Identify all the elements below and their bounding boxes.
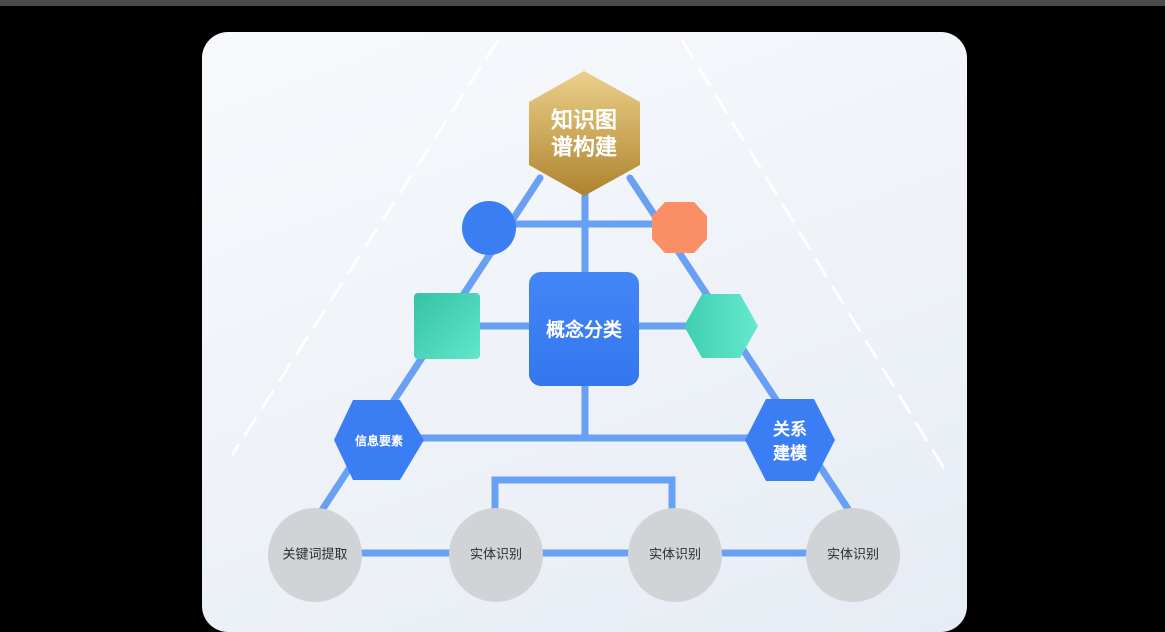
- top-node-label-line2: 谱构建: [551, 135, 617, 161]
- bottom-circle-4-label: 实体识别: [827, 548, 879, 563]
- center-node: 概念分类: [529, 272, 639, 386]
- bottom-circle-3-shape: [628, 508, 722, 602]
- bottom-circle-2-label: 实体识别: [470, 548, 522, 563]
- left-hex-node: 信息要素: [334, 400, 424, 480]
- window-top-bar: [0, 0, 1165, 6]
- bottom-circle-3: 实体识别: [628, 508, 722, 602]
- teal-square-node: [414, 293, 480, 359]
- dashed-guides: [230, 39, 950, 476]
- right-hex-shape: [745, 399, 835, 481]
- bottom-circle-1-shape: [268, 508, 362, 602]
- bottom-circle-4: 实体识别: [806, 508, 900, 602]
- left-hex-shape: [334, 400, 424, 480]
- top-node-label-line1: 知识图: [551, 108, 617, 134]
- bottom-circle-4-shape: [806, 508, 900, 602]
- orange-octagon-node: [652, 202, 707, 253]
- right-hex-node: 关系 建模: [745, 399, 835, 481]
- right-hex-label-line2: 建模: [773, 443, 808, 464]
- connector-bottom-bracket: [491, 476, 676, 516]
- bottom-circle-3-label: 实体识别: [649, 548, 701, 563]
- bottom-circle-2: 实体识别: [449, 508, 543, 602]
- dashed-guide-left: [230, 39, 500, 456]
- center-node-label: 概念分类: [546, 318, 622, 341]
- top-node: 知识图 谱构建: [529, 71, 640, 196]
- right-hex-label-line1: 关系: [773, 419, 807, 440]
- teal-hexagon-node: [684, 294, 758, 358]
- bottom-circle-1: 关键词提取: [268, 508, 362, 602]
- top-node-hexagon: [529, 71, 640, 196]
- bottom-circle-1-label: 关键词提取: [282, 547, 347, 563]
- bottom-circle-2-shape: [449, 508, 543, 602]
- center-node-box: [529, 272, 639, 386]
- blue-circle-node: [462, 201, 516, 255]
- left-hex-label: 信息要素: [355, 433, 403, 448]
- dashed-guide-right: [680, 39, 950, 476]
